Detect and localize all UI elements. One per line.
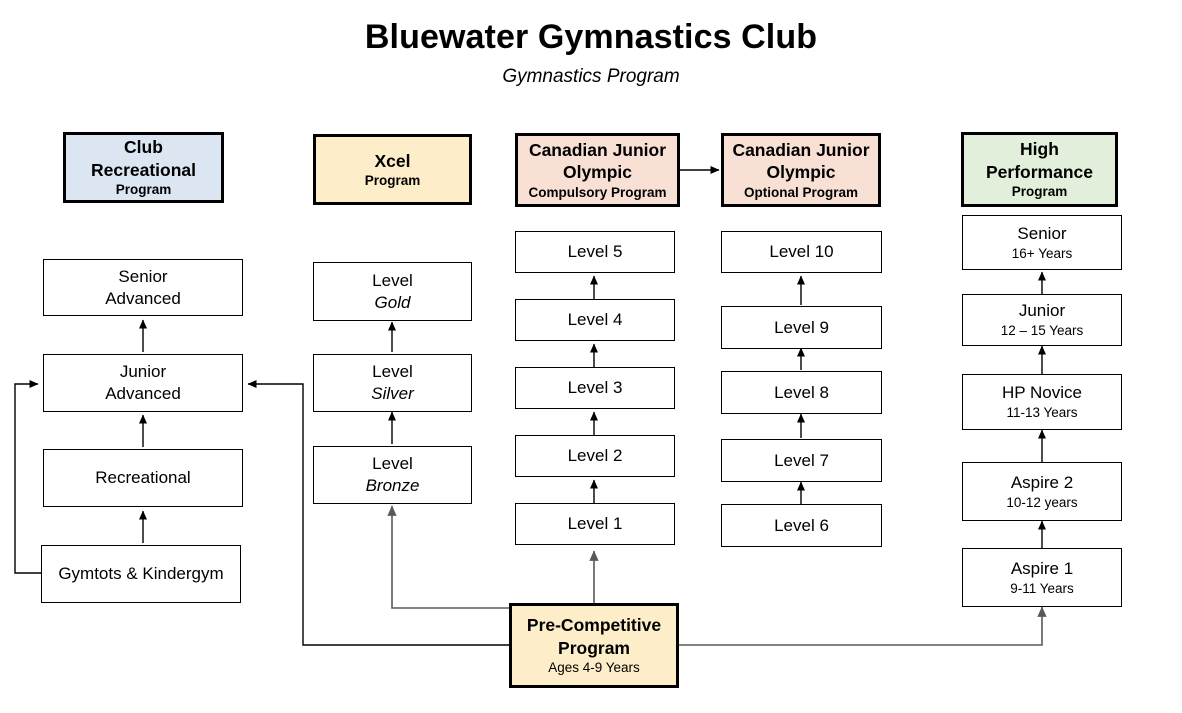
header-line3: Program xyxy=(364,173,421,189)
node-line1: Level xyxy=(372,454,413,474)
header-cjo-optional[interactable]: Canadian Junior Olympic Optional Program xyxy=(721,133,881,207)
node-level-4[interactable]: Level 4 xyxy=(515,299,675,341)
node-level-bronze[interactable]: Level Bronze xyxy=(313,446,472,504)
header-line3: Optional Program xyxy=(743,184,858,200)
node-line1: Level xyxy=(372,270,413,290)
header-line2: Performance xyxy=(986,161,1093,182)
header-line2: Recreational xyxy=(90,159,197,180)
node-line2: Program xyxy=(558,637,630,658)
node-line1: Pre-Competitive xyxy=(526,615,662,636)
node-level-3[interactable]: Level 3 xyxy=(515,367,675,409)
node-line1: Level 2 xyxy=(567,446,623,466)
node-line2: Gold xyxy=(374,292,411,312)
header-xcel[interactable]: Xcel Program xyxy=(313,134,472,205)
node-line2: Bronze xyxy=(365,476,420,495)
node-level-6[interactable]: Level 6 xyxy=(721,504,882,547)
node-level-7[interactable]: Level 7 xyxy=(721,439,882,482)
header-line1: High xyxy=(1020,139,1059,160)
header-line3: Program xyxy=(1011,184,1068,200)
node-line1: Recreational xyxy=(95,468,191,488)
node-line2: Silver xyxy=(371,384,414,403)
node-line2: Advanced xyxy=(105,288,181,308)
header-line2: Olympic xyxy=(766,162,836,183)
node-line1: Level 6 xyxy=(774,515,829,535)
node-line1: Junior xyxy=(1018,301,1066,321)
node-gymtots-kindergym[interactable]: Gymtots & Kindergym xyxy=(41,545,241,603)
node-senior-advanced[interactable]: Senior Advanced xyxy=(43,259,243,316)
page-title: Bluewater Gymnastics Club xyxy=(364,18,818,56)
node-level-5[interactable]: Level 5 xyxy=(515,231,675,273)
node-line1: Level 10 xyxy=(769,242,834,262)
node-line1: Level 1 xyxy=(567,514,623,534)
page-subtitle: Gymnastics Program xyxy=(502,66,680,87)
node-line1: Aspire 2 xyxy=(1010,472,1074,492)
node-recreational[interactable]: Recreational xyxy=(43,449,243,507)
node-line1: Level 4 xyxy=(567,310,623,330)
node-line1: HP Novice xyxy=(1002,383,1082,403)
header-line1: Canadian Junior xyxy=(528,139,667,160)
node-pre-competitive-program[interactable]: Pre-Competitive Program Ages 4-9 Years xyxy=(509,603,679,688)
header-line3: Program xyxy=(115,182,172,198)
node-line2: 11-13 Years xyxy=(1006,405,1078,421)
node-line1: Level xyxy=(372,362,413,382)
node-line1: Level 9 xyxy=(774,317,829,337)
node-hp-junior[interactable]: Junior 12 – 15 Years xyxy=(962,294,1122,346)
header-high-performance[interactable]: High Performance Program xyxy=(961,132,1118,207)
header-line1: Canadian Junior xyxy=(732,139,870,160)
header-line2: Olympic xyxy=(562,162,633,183)
node-level-silver[interactable]: Level Silver xyxy=(313,354,472,412)
node-junior-advanced[interactable]: Junior Advanced xyxy=(43,354,243,412)
header-cjo-compulsory[interactable]: Canadian Junior Olympic Compulsory Progr… xyxy=(515,133,680,207)
node-level-8[interactable]: Level 8 xyxy=(721,371,882,414)
node-line2: 12 – 15 Years xyxy=(1000,323,1084,339)
header-line1: Xcel xyxy=(374,150,411,171)
node-level-gold[interactable]: Level Gold xyxy=(313,262,472,321)
node-line1: Level 7 xyxy=(774,450,829,470)
node-line1: Level 5 xyxy=(567,242,623,262)
node-line1: Aspire 1 xyxy=(1010,558,1074,578)
node-line1: Gymtots & Kindergym xyxy=(58,564,224,584)
node-line2: 10-12 years xyxy=(1006,494,1078,510)
node-line2: 9-11 Years xyxy=(1010,580,1074,596)
node-line1: Junior xyxy=(119,362,167,382)
node-line1: Level 3 xyxy=(567,378,623,398)
node-line3: Ages 4-9 Years xyxy=(548,660,640,676)
node-hp-novice[interactable]: HP Novice 11-13 Years xyxy=(962,374,1122,430)
node-line1: Senior xyxy=(118,266,168,286)
node-level-2[interactable]: Level 2 xyxy=(515,435,675,477)
node-level-1[interactable]: Level 1 xyxy=(515,503,675,545)
node-hp-senior[interactable]: Senior 16+ Years xyxy=(962,215,1122,270)
header-line1: Club xyxy=(124,137,163,158)
header-club-recreational[interactable]: Club Recreational Program xyxy=(63,132,224,203)
node-line1: Senior xyxy=(1017,223,1067,243)
node-line2: 16+ Years xyxy=(1011,245,1073,261)
node-level-9[interactable]: Level 9 xyxy=(721,306,882,349)
header-line3: Compulsory Program xyxy=(528,184,667,200)
node-level-10[interactable]: Level 10 xyxy=(721,231,882,273)
node-line1: Level 8 xyxy=(774,382,829,402)
node-line2: Advanced xyxy=(105,384,181,403)
node-hp-aspire-2[interactable]: Aspire 2 10-12 years xyxy=(962,462,1122,521)
node-hp-aspire-1[interactable]: Aspire 1 9-11 Years xyxy=(962,548,1122,607)
